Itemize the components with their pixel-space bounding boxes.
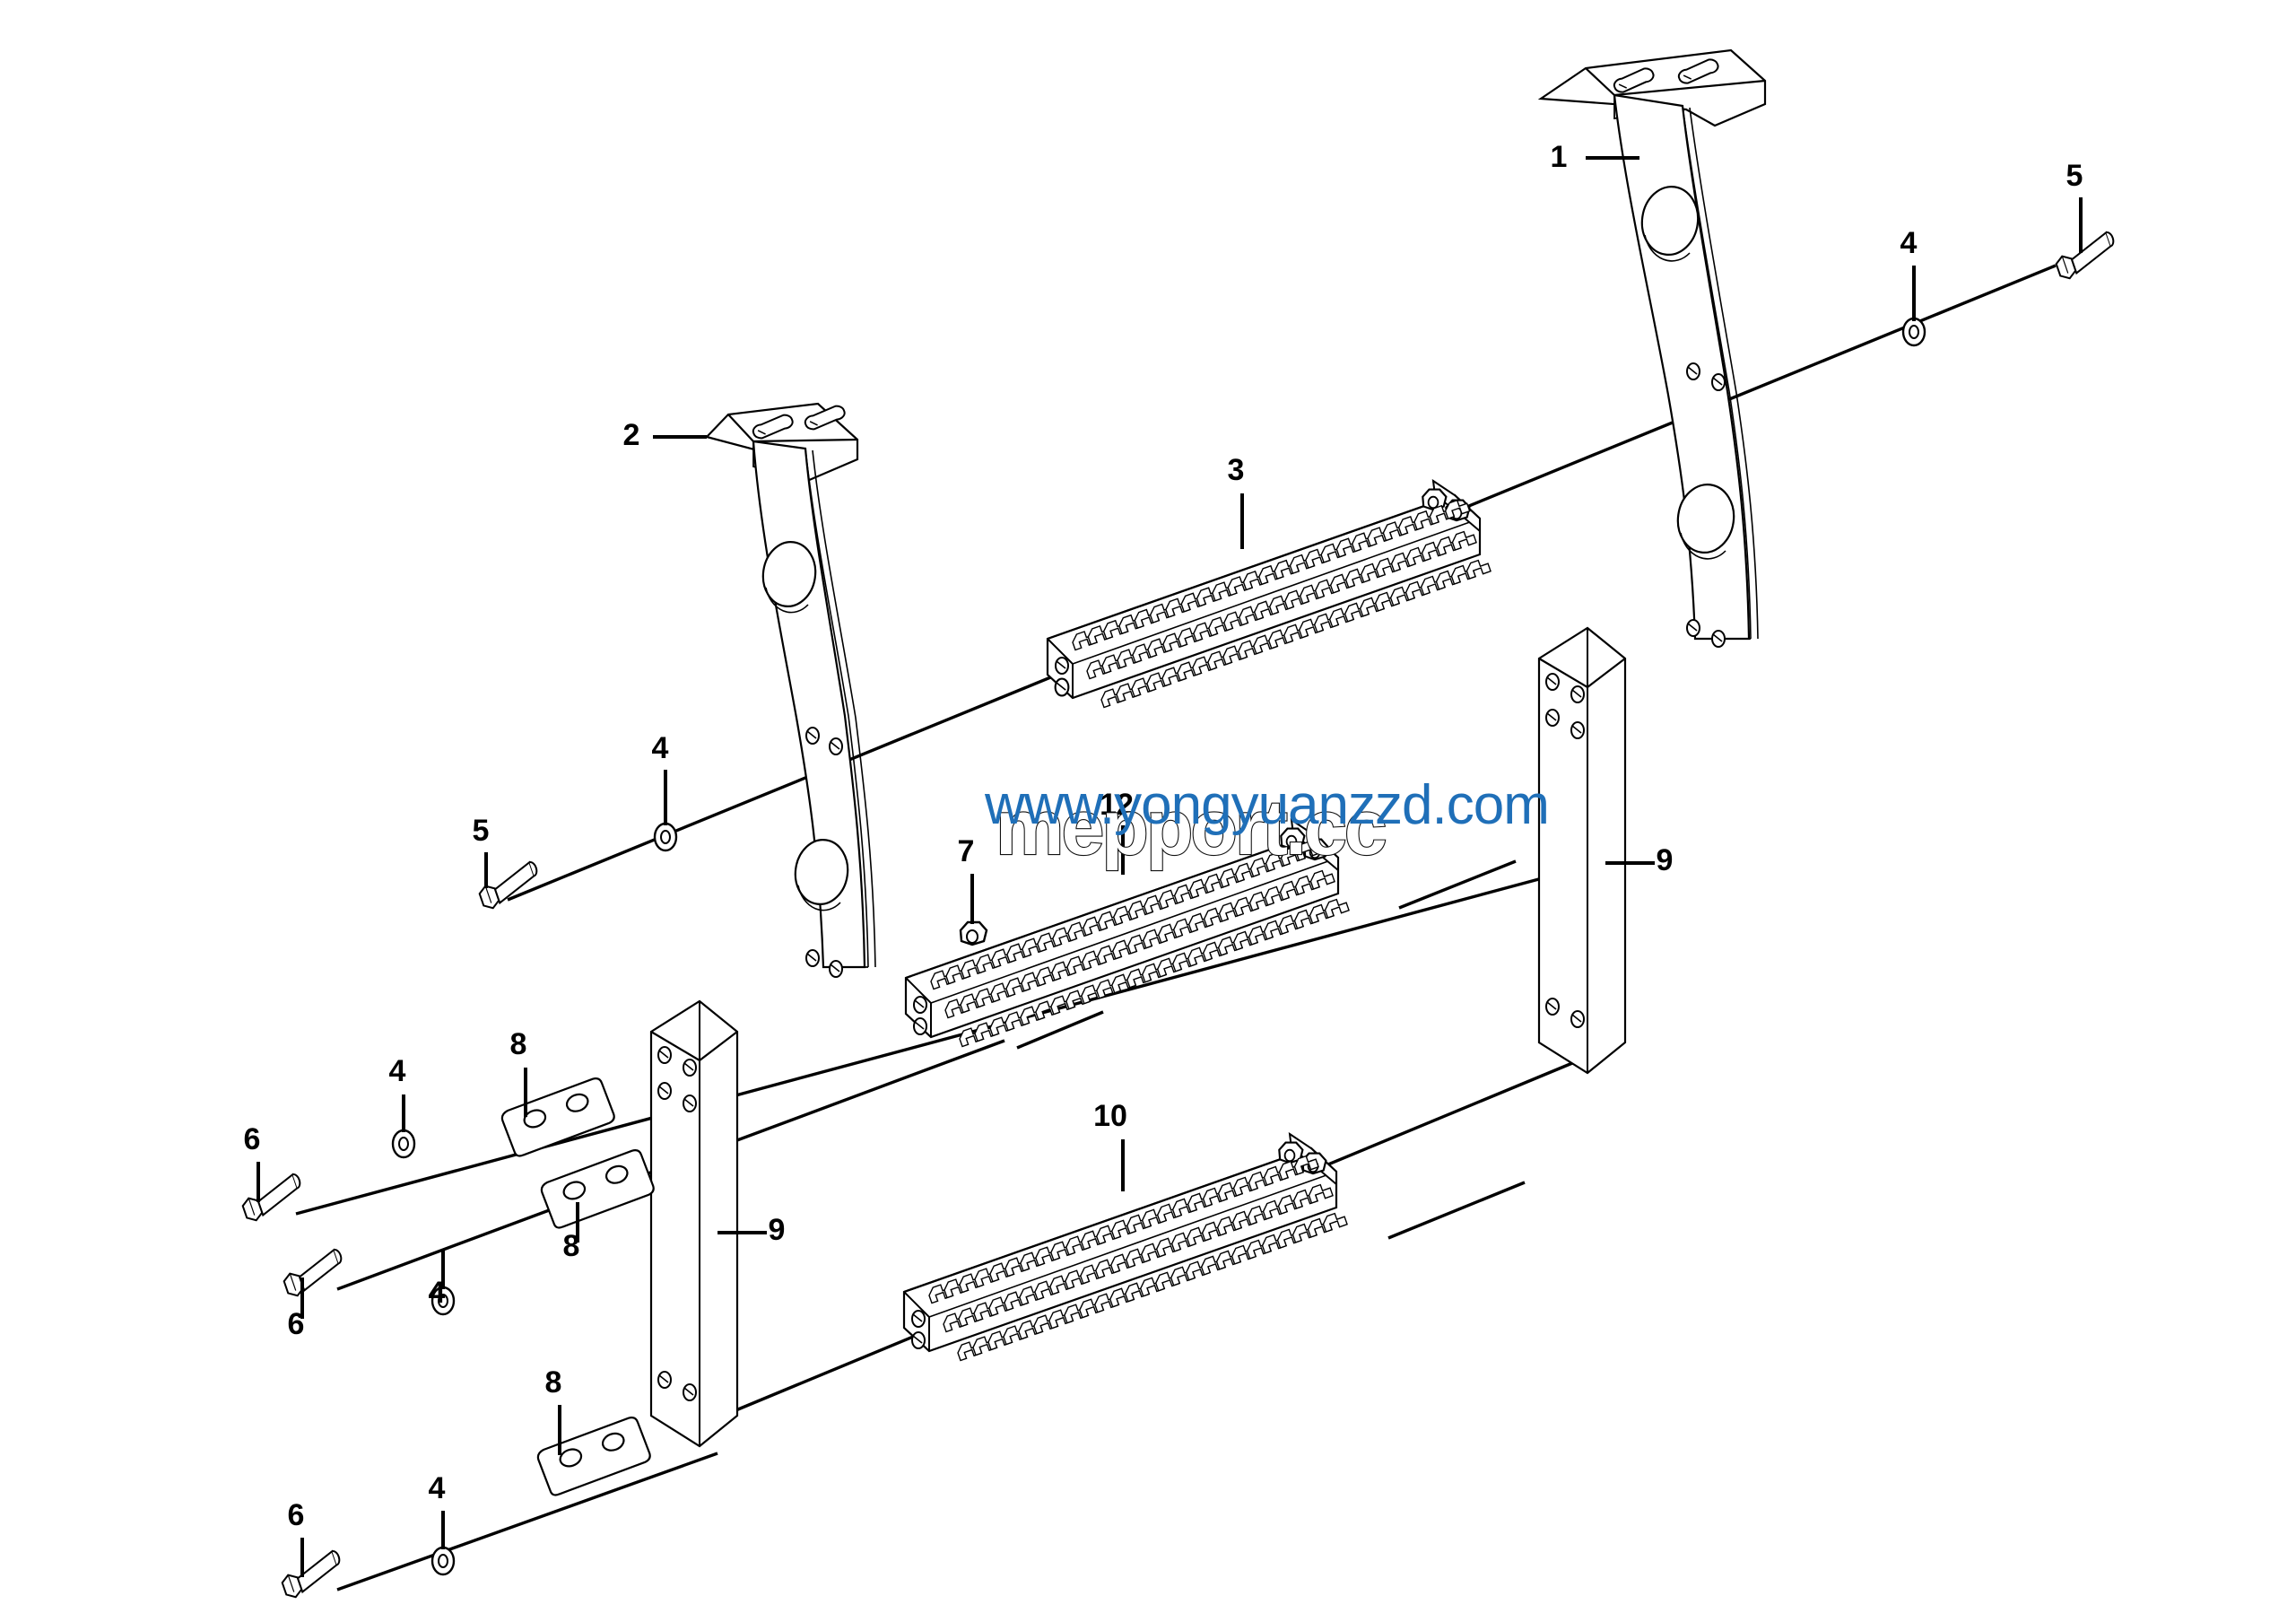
axis-lower <box>336 1452 718 1591</box>
callout-number-3: 3 <box>1228 453 1245 487</box>
callout-number-4: 4 <box>429 1276 446 1310</box>
part-6-hex-bolt <box>237 1172 309 1225</box>
callout-number-12: 12 <box>1100 788 1134 822</box>
watermark-group: mepport.cc www.yongyuanzzd.com <box>984 774 1550 872</box>
part-10-step-tread-lower <box>902 1131 1348 1362</box>
callout-number-2: 2 <box>623 418 640 452</box>
part-9-vertical-mounting-bar-left <box>649 999 739 1448</box>
part-6-hex-bolt <box>276 1548 348 1601</box>
callout-number-8: 8 <box>563 1229 580 1263</box>
callout-number-9: 9 <box>769 1213 786 1247</box>
callout-number-4: 4 <box>389 1054 406 1088</box>
axis-stub-c <box>1387 1181 1526 1240</box>
callout-number-5: 5 <box>2066 159 2083 193</box>
callout-number-8: 8 <box>510 1027 527 1061</box>
part-4-flat-washer <box>430 1546 456 1576</box>
callout-number-6: 6 <box>244 1122 261 1156</box>
domain-watermark-blue: www.yongyuanzzd.com <box>984 774 1549 836</box>
callout-number-4: 4 <box>429 1471 446 1505</box>
callout-number-4: 4 <box>652 731 669 765</box>
domain-watermark-outline: mepport.cc <box>996 785 1386 871</box>
part-6-hex-bolt <box>278 1247 350 1300</box>
callout-layer <box>257 156 2083 1577</box>
axis-middle <box>295 859 1606 1216</box>
callout-text-layer: 1 5 4 2 3 4 5 12 7 9 8 4 6 8 4 6 9 10 8 4 6 <box>244 140 2083 1532</box>
part-9-vertical-mounting-bar-right <box>1537 626 1627 1075</box>
part-12-step-tread-middle <box>904 817 1350 1048</box>
part-3-step-tread-upper <box>1046 478 1492 709</box>
part-7-hex-nut <box>959 920 988 946</box>
callout-number-7: 7 <box>958 834 975 868</box>
axis-stub-a <box>1016 1010 1104 1050</box>
axis-stub-b <box>1398 859 1517 910</box>
callout-number-9: 9 <box>1657 843 1674 877</box>
part-4-flat-washer <box>391 1129 416 1159</box>
callout-number-4: 4 <box>1900 226 1918 260</box>
part-4-flat-washer <box>1901 317 1926 347</box>
callout-number-6: 6 <box>288 1307 305 1341</box>
callout-number-6: 6 <box>288 1498 305 1532</box>
part-1-support-bracket-right <box>1537 48 1767 648</box>
part-2-support-bracket-left <box>704 402 876 978</box>
callout-number-10: 10 <box>1093 1099 1127 1133</box>
callout-number-8: 8 <box>545 1365 562 1400</box>
part-4-flat-washer <box>653 822 678 852</box>
part-5-hex-bolt <box>2050 230 2122 283</box>
callout-number-5: 5 <box>473 814 490 848</box>
part-8-backing-plate <box>539 1148 657 1230</box>
callout-number-1: 1 <box>1551 140 1568 174</box>
